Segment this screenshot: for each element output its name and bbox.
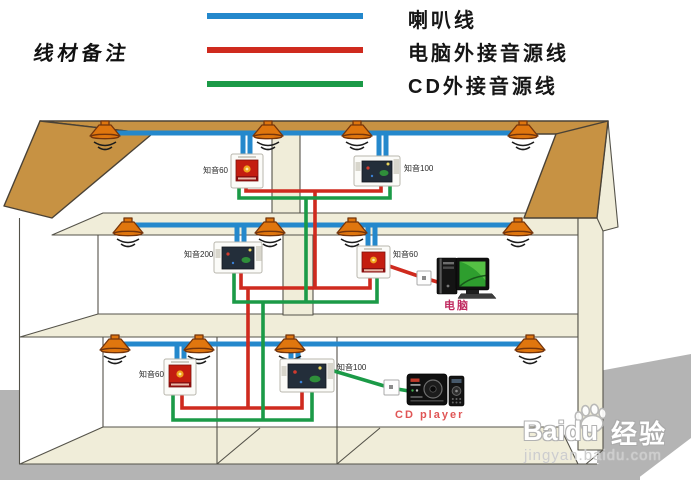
ceiling-speaker-icon bbox=[112, 217, 144, 248]
watermark-url: jingyan.baidu.com bbox=[524, 447, 662, 464]
central-wall-top bbox=[271, 133, 301, 214]
legend-label-cd-wire: CD外接音源线 bbox=[408, 76, 558, 98]
panel-label-bottom-right: 知音100 bbox=[337, 363, 367, 372]
volume-panel bbox=[163, 358, 197, 396]
legend-label-speaker-wire: 喇叭线 bbox=[408, 10, 477, 32]
volume-panel bbox=[356, 245, 391, 279]
ceiling-speaker-icon bbox=[341, 120, 373, 151]
ceiling-speaker-icon bbox=[507, 120, 539, 151]
cd-player-label: CD player bbox=[395, 409, 465, 421]
panel-label-top-right: 知音100 bbox=[404, 164, 434, 173]
ceiling-speaker-icon bbox=[336, 217, 368, 248]
ceiling-speaker-icon bbox=[99, 334, 131, 365]
panel-label-top-left: 知音60 bbox=[203, 166, 228, 175]
ceiling-speaker-icon bbox=[183, 334, 215, 365]
ceiling-speaker-icon bbox=[252, 120, 284, 151]
legend-swatch-speaker-wire bbox=[207, 13, 363, 19]
volume-panel bbox=[279, 358, 335, 393]
volume-panel bbox=[353, 155, 401, 187]
ceiling-speaker-icon bbox=[89, 120, 121, 151]
ceiling-speaker-icon bbox=[502, 217, 534, 248]
panel-label-mid-left: 知音200 bbox=[184, 250, 214, 259]
panel-label-bottom-left: 知音60 bbox=[139, 370, 164, 379]
ceiling-speaker-icon bbox=[514, 334, 546, 365]
legend-title: 线材备注 bbox=[32, 43, 132, 65]
volume-panel bbox=[213, 241, 263, 274]
legend-swatch-computer-wire bbox=[207, 47, 363, 53]
junction-boxes bbox=[383, 270, 432, 396]
baidu-paw-icon bbox=[574, 403, 608, 434]
volume-panels bbox=[163, 153, 401, 396]
legend-swatch-cd-wire bbox=[207, 81, 363, 87]
ceiling-speaker-icon bbox=[254, 217, 286, 248]
cd-audio-wires-green bbox=[171, 183, 410, 422]
ceiling-speakers bbox=[89, 120, 546, 365]
legend-label-computer-wire: 电脑外接音源线 bbox=[408, 43, 569, 65]
slab-lower bbox=[19, 313, 579, 338]
cd-player-icon bbox=[406, 373, 465, 407]
building-structure bbox=[3, 120, 619, 465]
roof bbox=[3, 120, 619, 232]
computer-label: 电脑 bbox=[444, 300, 470, 312]
volume-panel bbox=[230, 153, 264, 189]
remote-control-icon bbox=[448, 375, 465, 407]
watermark-brand: Baidu bbox=[523, 416, 599, 446]
computer-icon bbox=[436, 257, 497, 299]
panel-label-mid-right: 知音60 bbox=[393, 250, 418, 259]
watermark-brand-cn: 经验 bbox=[611, 419, 668, 449]
ground-shadow bbox=[0, 354, 691, 480]
